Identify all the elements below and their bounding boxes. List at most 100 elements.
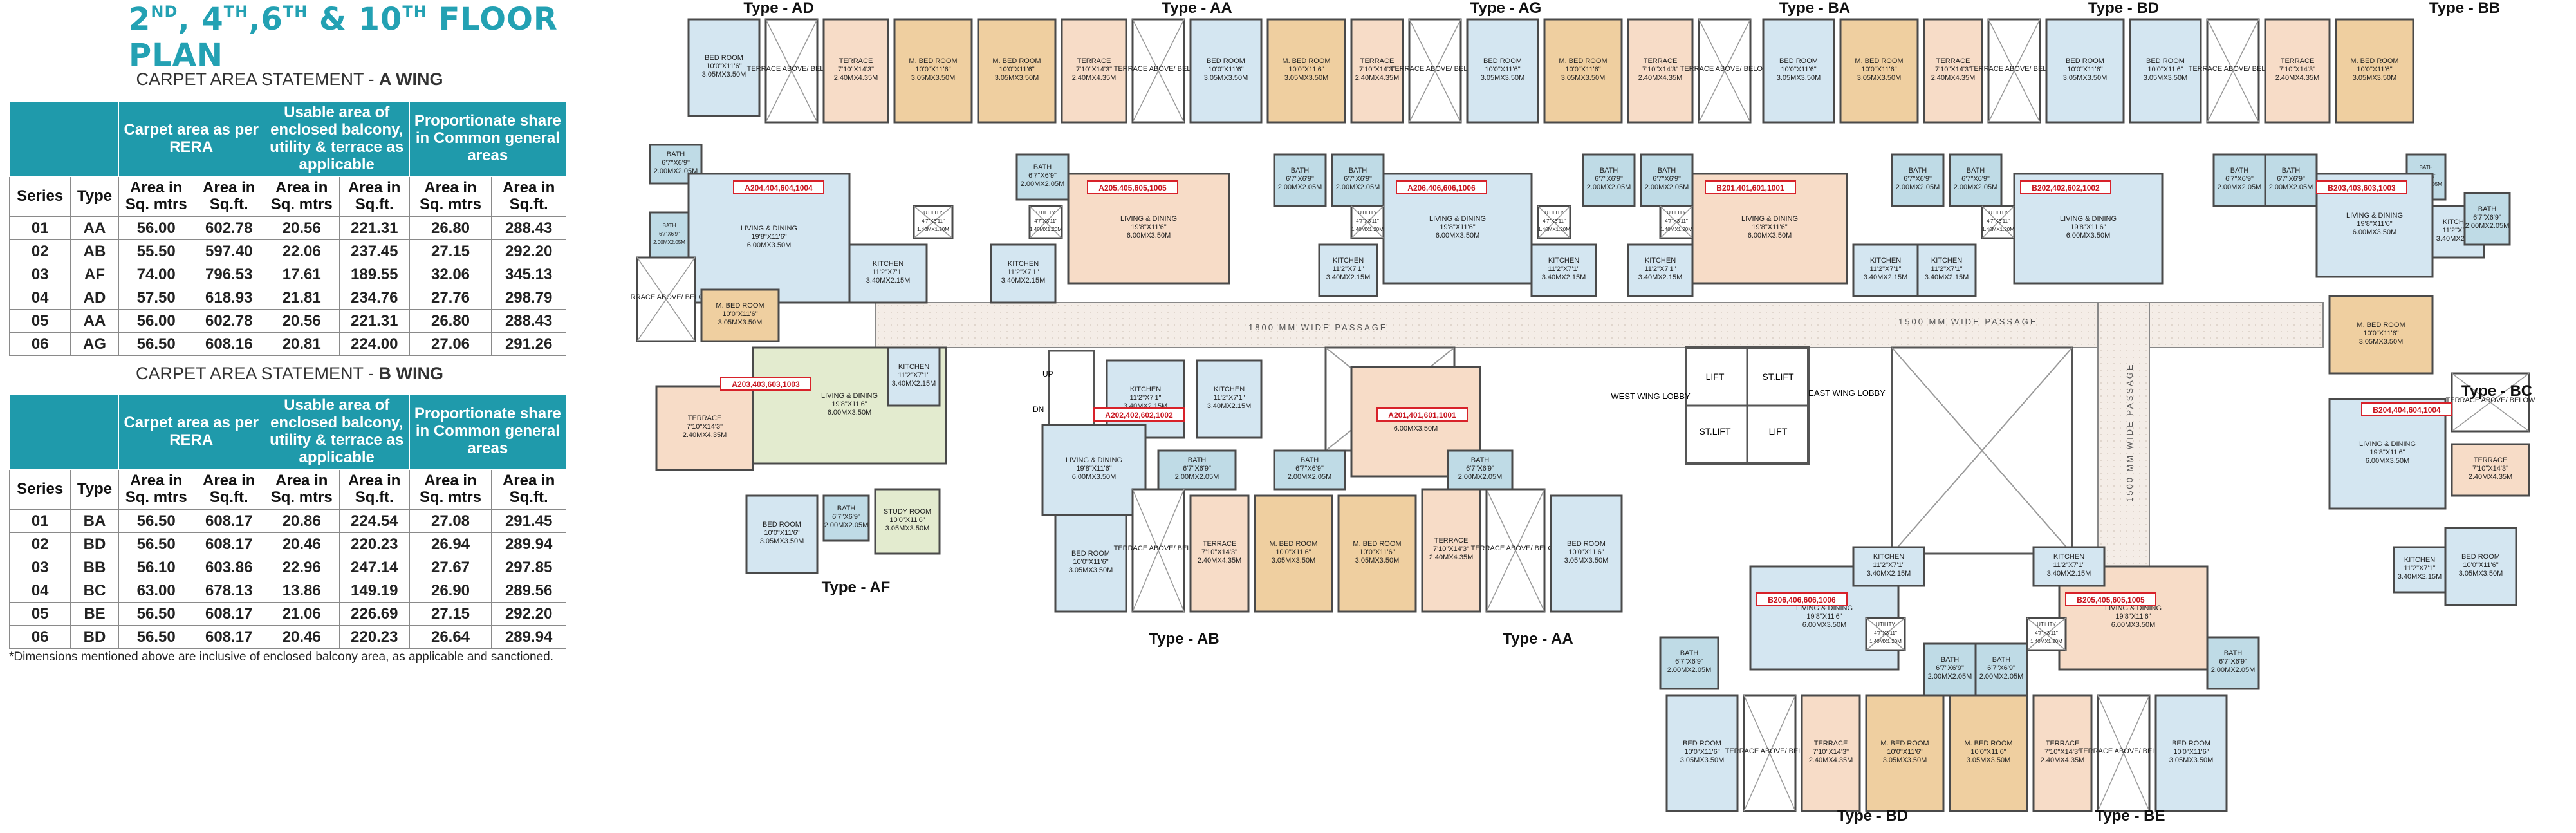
room-label: 19'8"X11'6" [751,233,786,241]
room-label: 4'7"X3'11" [1987,218,2010,224]
room-label: BATH [1471,456,1490,464]
room-label: 2.40MX4.35M [2041,756,2084,764]
room-label: 7'10"X14'3" [1076,66,1112,73]
room-label: 6'7"X6'9" [1466,465,1494,473]
room-label: 6.00MX3.50M [2353,229,2396,236]
room-label: 2.00MX2.05M [1587,183,1631,191]
table-cell: 292.20 [491,602,566,626]
lift-core: LIFT ST.LIFT ST.LIFT LIFT WEST WING LOBB… [1611,346,1886,465]
table-cell: 221.31 [338,216,410,241]
room-label: 3.05MX3.50M [2063,74,2107,82]
unit-tag: A203,403,603,1003 [720,377,811,391]
room-label: 2.00MX2.05M [1336,183,1380,191]
room-label: BATH [1680,650,1699,657]
table-cell: 03 [8,556,71,580]
table-cell: 291.26 [491,332,566,357]
room-label: 3.40MX2.15M [1207,402,1251,410]
unit-tag: A202,402,602,1002 [1093,407,1185,422]
table-cell: BA [70,509,119,534]
room-above: TERRACE ABOVE/ BELOW [2079,694,2169,812]
room-label: STUDY ROOM [884,508,931,516]
room-label: 6.00MX3.50M [1127,232,1171,239]
room-label: 6'7"X6'9" [2277,175,2305,183]
a-wing-table: Carpet area as per RERA Usable area of e… [8,101,567,357]
unit-tag-box [1093,407,1185,422]
table-cell: 02 [8,532,71,557]
room-fill [1839,18,1919,124]
table-cell: 26.64 [409,625,492,650]
room-label: 10'0"X11'6" [999,66,1034,73]
room-label: BATH [1188,456,1207,464]
unit-tag-label: A205,405,605,1005 [1098,183,1167,192]
room-label: BED ROOM [1779,57,1818,65]
room-fill [1949,694,2028,812]
room-label: 3.05MX3.50M [911,74,955,82]
table-cell: 608.16 [193,332,264,357]
unit-tag: B205,405,605,1005 [2065,592,2156,606]
room-label: TERRACE ABOVE/ BELOW [2189,65,2278,73]
room-label: 6'7"X6'9" [659,231,680,237]
room-label: 3.40MX2.15M [866,277,910,285]
room-label: 10'0"X11'6" [1359,548,1395,556]
room-above: TERRACE ABOVE/ BELOW [1391,18,1480,124]
table-cell: 602.78 [193,309,264,333]
room-label: 6.00MX3.50M [1394,425,1438,433]
room-label: BATH [1301,456,1319,464]
room-label: M. BED ROOM [1559,57,1607,65]
room-label: 4'7"X3'11" [1034,218,1057,224]
room-fill [2463,192,2511,246]
room-cross [913,205,953,239]
room-label: 6.00MX3.50M [2066,232,2110,239]
room-label: 3.05MX3.50M [1967,756,2010,764]
table-cell: 20.86 [263,509,340,534]
room-cross [1866,617,1905,651]
room-label: 2.00MX2.05M [1278,183,1322,191]
room-label: 19'8"X11'6" [1752,223,1787,231]
table-cell: BB [70,556,119,580]
unit-type-label: Type - BD [2088,0,2159,17]
room-cross [1351,205,1384,239]
unit-tag-label: B206,406,606,1006 [1768,595,1836,604]
unit-tag-label: B204,404,604,1004 [2373,406,2441,415]
room-label: 10'0"X11'6" [1073,558,1108,566]
table-cell: 20.46 [263,532,340,557]
table-cell: 26.90 [409,579,492,603]
room-fill [1801,694,1861,812]
room-label: 10'0"X11'6" [2363,330,2398,337]
room-label: 2.40MX4.35M [834,74,878,82]
unit-tag-box [2316,180,2407,194]
passage-label-a: 1800 MM WIDE PASSAGE [1248,323,1388,332]
room-label: 3.05MX3.50M [2169,756,2213,764]
room-fill [2335,18,2414,124]
room-label: 11'2"X7'1" [1873,561,1904,569]
unit-tag: B201,401,601,1001 [1705,180,1796,194]
room-label: 10'0"X11'6" [1485,66,1520,73]
room-fill [1949,153,2003,207]
room-label: 3.05MX3.50M [1069,566,1113,574]
svg-text:WEST WING LOBBY: WEST WING LOBBY [1611,391,1691,401]
